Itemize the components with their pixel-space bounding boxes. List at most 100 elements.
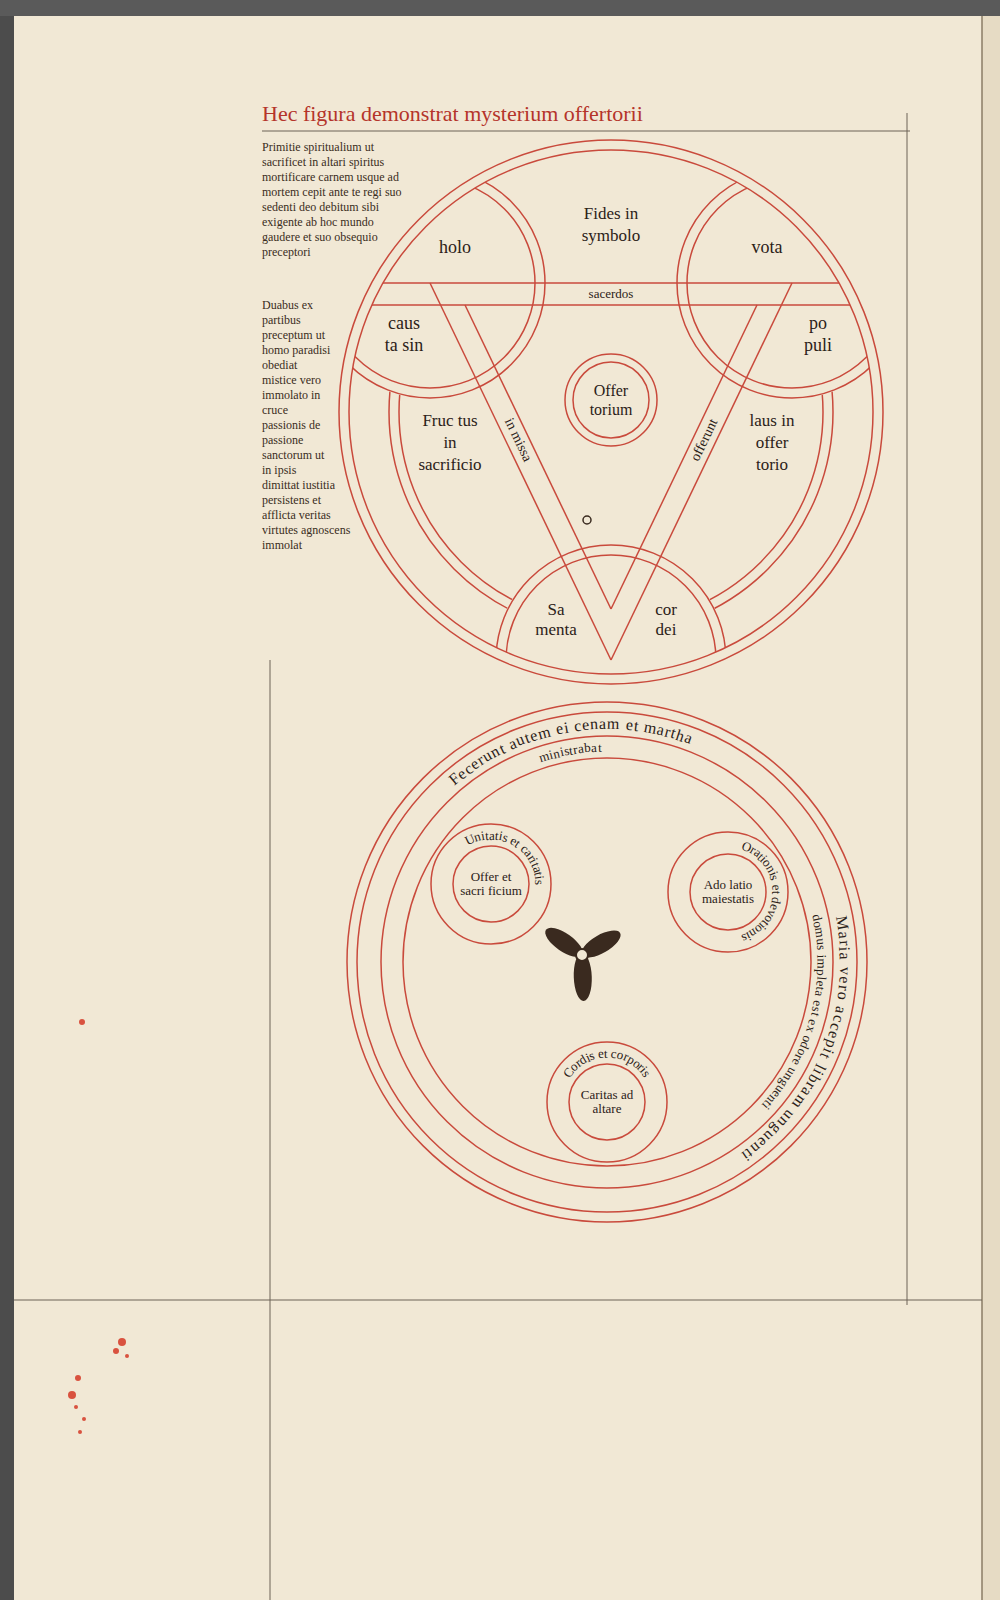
ruling-line	[270, 660, 271, 1600]
arc-letter: i	[815, 955, 828, 959]
triangle-figure	[372, 190, 850, 660]
arc-text: ministrabat	[347, 702, 867, 1222]
inner-rings	[389, 190, 833, 634]
triangle-side	[611, 305, 757, 609]
outline-circle	[573, 362, 649, 438]
red-spots	[68, 1019, 129, 1434]
spot	[82, 1417, 86, 1421]
outline-circle	[677, 168, 907, 398]
spot	[74, 1405, 78, 1409]
outline-circle	[496, 545, 726, 775]
outline-circle	[403, 758, 811, 1166]
page-edge	[981, 16, 983, 1600]
circle-label: caus ta sin	[382, 312, 426, 356]
arc-text: Fecerunt autem ei cenam et martha	[347, 702, 867, 1222]
margin-note: Primitie spiritualium ut sacrificet in a…	[262, 140, 410, 260]
arc-letter: a	[599, 716, 606, 732]
outline-rings	[668, 832, 788, 952]
outline-circle	[565, 354, 657, 446]
arc-letter: a	[577, 742, 584, 756]
outer-circle-outline	[347, 702, 867, 1222]
center-circle-outline	[565, 354, 657, 446]
circle-label: Offer et sacri ficium	[459, 870, 523, 898]
arc-letter: n	[590, 716, 599, 732]
ring-circle: Orationis et devotionisAdo latio maiesta…	[668, 832, 788, 952]
outline-rings	[547, 1042, 667, 1162]
vertex-circle: vota po puli	[677, 168, 907, 398]
arc-letter: c	[573, 717, 582, 734]
triangle-side	[465, 305, 611, 609]
outline-rings	[315, 168, 545, 398]
arc-letter: M	[833, 915, 851, 932]
inner-circle: Offer et sacri ficium	[453, 846, 529, 922]
outline-rings	[339, 140, 883, 684]
outline-circle	[315, 168, 545, 398]
arc-letter: s	[768, 874, 782, 883]
ruling-line	[907, 113, 908, 1305]
circle-label: cor dei	[648, 600, 684, 640]
region-label: Fruc tus in sacrificio	[417, 410, 483, 476]
outline-rings	[565, 354, 657, 446]
outline-circle	[547, 1042, 667, 1162]
ring-arc	[389, 190, 833, 634]
outer-circle: Fecerunt autem ei cenam et marthaministr…	[347, 702, 867, 1222]
band-line	[372, 304, 850, 306]
next-page-edge	[982, 16, 1000, 1600]
arc-letter: t	[484, 829, 489, 842]
arc-letter: e	[770, 883, 784, 890]
arc-letter: a	[835, 931, 852, 940]
arc-letter: p	[815, 969, 828, 976]
outline-circle	[381, 736, 833, 1188]
outer-circle: Fides in symbolosacerdosin missaofferunt…	[339, 140, 883, 684]
arc-letter: e	[597, 1047, 604, 1061]
circle-label: Caritas ad altare	[575, 1088, 639, 1116]
ruling-line	[14, 1300, 982, 1301]
arc-letter: m	[813, 927, 827, 939]
outline-circle	[506, 555, 716, 765]
vertex-circle-outline	[315, 168, 545, 398]
arc-letter: a	[813, 990, 827, 998]
outline-rings	[431, 824, 551, 944]
arc-letter: u	[814, 938, 828, 946]
outline-circle	[349, 150, 873, 674]
circle-label: holo	[430, 236, 480, 258]
arc-letter: t	[770, 890, 783, 894]
heading: Hec figura demonstrat mysterium offertor…	[262, 102, 643, 126]
circle-label: Sa menta	[530, 600, 582, 640]
outline-rings	[347, 702, 867, 1222]
arc-letter	[620, 716, 625, 732]
outline-circle	[668, 832, 788, 952]
outline-rings	[453, 846, 529, 922]
outline-circle	[347, 702, 867, 1222]
vertex-circle: holo caus ta sin	[315, 168, 545, 398]
band-label: offerunt	[687, 416, 721, 463]
circle-label: vota	[742, 236, 792, 258]
arc-letter	[815, 951, 828, 955]
arc-letter: t	[633, 718, 639, 734]
arc-letter	[837, 961, 853, 965]
outline-rings	[690, 854, 766, 930]
outline-circle	[690, 854, 766, 930]
outline-circle	[325, 178, 535, 388]
circle-label: Ado latio maiestatis	[696, 878, 760, 906]
arc-letter: r	[836, 939, 852, 946]
arc-letter: o	[834, 991, 851, 1001]
spot	[75, 1375, 81, 1381]
arc-letter: i	[533, 875, 546, 880]
petal	[541, 922, 587, 962]
arc-letter: a	[837, 953, 853, 960]
arc-letter: e	[625, 717, 634, 734]
outline-circle	[339, 140, 883, 684]
outline-rings	[677, 168, 907, 398]
arc-text: domus impleta est ex odore unguenti	[347, 702, 867, 1222]
outline-circle	[453, 846, 529, 922]
center-dot	[583, 516, 591, 524]
outline-rings	[496, 545, 726, 775]
circle-label: po puli	[798, 312, 838, 356]
arc-letter: r	[835, 984, 851, 991]
ring-arc	[399, 200, 823, 624]
outline-circle	[687, 178, 897, 388]
parchment	[14, 16, 982, 1600]
arc-letter: m	[607, 716, 620, 732]
